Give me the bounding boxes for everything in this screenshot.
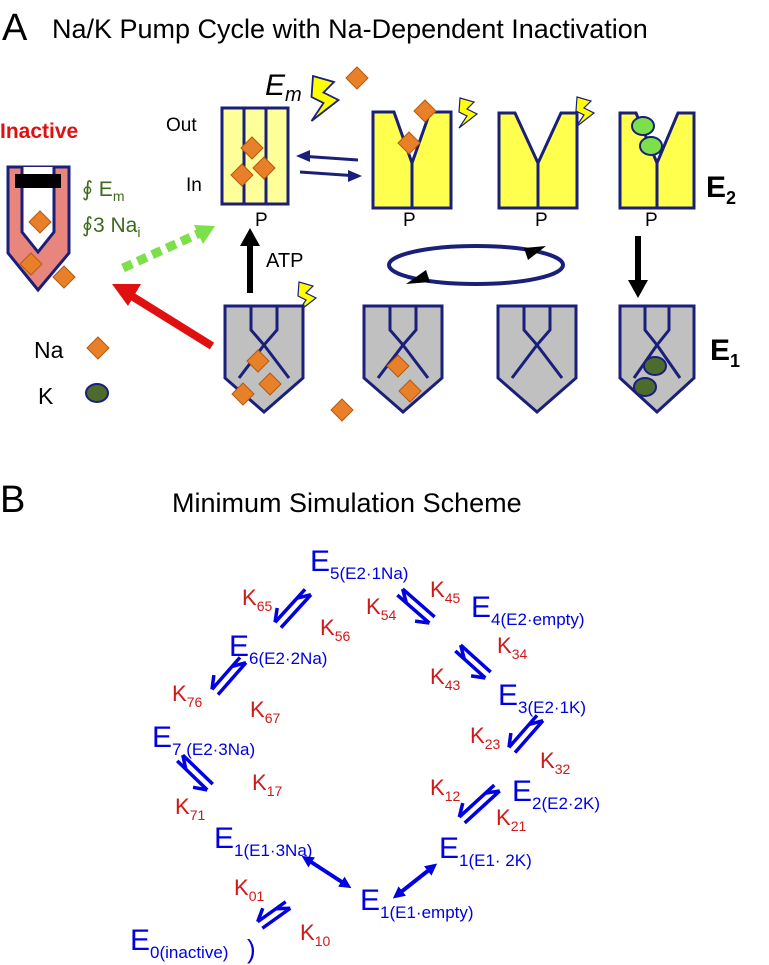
e1-label: E1 (710, 334, 740, 371)
arrow-e2-e1 (457, 783, 501, 825)
state-e5: E5(E2·1Na) (310, 545, 408, 583)
in-label: In (186, 175, 202, 196)
p-label-3: P (535, 210, 548, 231)
rate-k54: K54 (366, 594, 396, 623)
states-group: E5(E2·1Na) E4(E2·empty) E6(E2·2Na) E3(E2… (130, 545, 600, 964)
arrow-e5-e6 (273, 588, 313, 629)
floating-na-diamond (330, 398, 354, 422)
e1-pump-2 (362, 304, 444, 414)
state-e7: E7 (E2·3Na) (152, 721, 255, 759)
panel-b-title: Minimum Simulation Scheme (172, 488, 522, 518)
rate-k45: K45 (430, 577, 460, 606)
arrow-e7-e1 (176, 753, 214, 792)
panel-a-letter: A (2, 7, 28, 49)
rate-k17: K17 (252, 770, 282, 799)
arrow-e1-3na-e1-empty (301, 855, 352, 889)
e1-pump-4 (618, 304, 696, 415)
open-pump-box (220, 106, 290, 206)
e2-pump-1 (371, 99, 453, 210)
rate-k32: K32 (540, 748, 570, 777)
rate-k43: K43 (430, 664, 460, 693)
rate-k76: K76 (172, 681, 202, 710)
state-e1-2k: E1(E1· 2K) (439, 832, 532, 870)
cycle-ellipse (387, 244, 565, 286)
state-e3: E3(E2·1K) (498, 679, 586, 717)
rate-k67: K67 (250, 697, 280, 726)
state-e2: E2(E2·2K) (512, 775, 600, 813)
floating-na-diamond (345, 66, 369, 90)
legend-k-circle-icon (85, 383, 109, 403)
em-label: Em (265, 69, 302, 106)
panel-a-title: Na/K Pump Cycle with Na-Dependent Inacti… (52, 14, 648, 44)
e2-pump-2 (497, 111, 579, 210)
legend-k-label: K (38, 383, 54, 409)
lightning-bolt-icon (575, 96, 595, 128)
e2-pump-3 (618, 111, 696, 210)
legend-na-diamond-icon (86, 336, 110, 360)
state-e0: E0(inactive) (130, 924, 228, 962)
arrow-e1-2k-e1-empty (392, 863, 438, 899)
e1-pump-3 (496, 304, 578, 414)
rate-k12: K12 (430, 775, 460, 804)
legend-na-label: Na (34, 337, 64, 363)
inactive-label: Inactive (0, 120, 78, 143)
inactive-pump (6, 165, 76, 293)
state-e1-3na: E1(E1·3Na) (214, 822, 312, 860)
p-label-2: P (403, 210, 416, 231)
out-label: Out (166, 115, 197, 136)
state-e4: E4(E2·empty) (471, 591, 585, 629)
arrow-e0-e1 (256, 900, 292, 930)
reversible-arrows-top (296, 150, 362, 182)
e2-label: E2 (706, 171, 736, 208)
rate-k21: K21 (496, 805, 526, 834)
p-label-1: P (255, 210, 268, 231)
e2-to-e1-arrow (628, 236, 648, 298)
atp-label: ATP (266, 250, 303, 272)
rates-group: K65 K56 K54 K45 K43 K34 K76 K67 K23 K32 … (172, 577, 570, 949)
arrow-e6-e7 (210, 656, 248, 696)
rate-k34: K34 (497, 633, 527, 662)
rate-k56: K56 (320, 615, 350, 644)
cond-em: ∮ Em (82, 178, 124, 204)
green-dashed-arrow (121, 225, 215, 273)
arrow-e3-e2 (507, 714, 545, 754)
arrow-e4-e3 (454, 643, 492, 680)
lightning-bolt-icon (310, 75, 340, 122)
e1-pump-1 (223, 304, 305, 414)
lightning-bolt-icon (458, 97, 478, 129)
rate-k71: K71 (175, 794, 205, 823)
arrow-e5-e4 (396, 587, 436, 625)
rate-k23: K23 (470, 723, 500, 752)
reaction-arrows (176, 587, 545, 930)
red-arrow (112, 284, 215, 350)
state-e6: E6(E2·2Na) (229, 630, 327, 668)
state-e1-empty: E1(E1·empty) (360, 884, 474, 922)
paren-close: ) (247, 934, 256, 964)
rate-k65: K65 (242, 585, 272, 614)
panel-b-letter: B (0, 479, 25, 521)
rate-k01: K01 (234, 875, 264, 904)
rate-k10: K10 (300, 920, 330, 949)
p-label-4: P (645, 210, 658, 231)
atp-arrow (240, 228, 260, 293)
cond-na: ∮3 Nai (82, 214, 140, 240)
